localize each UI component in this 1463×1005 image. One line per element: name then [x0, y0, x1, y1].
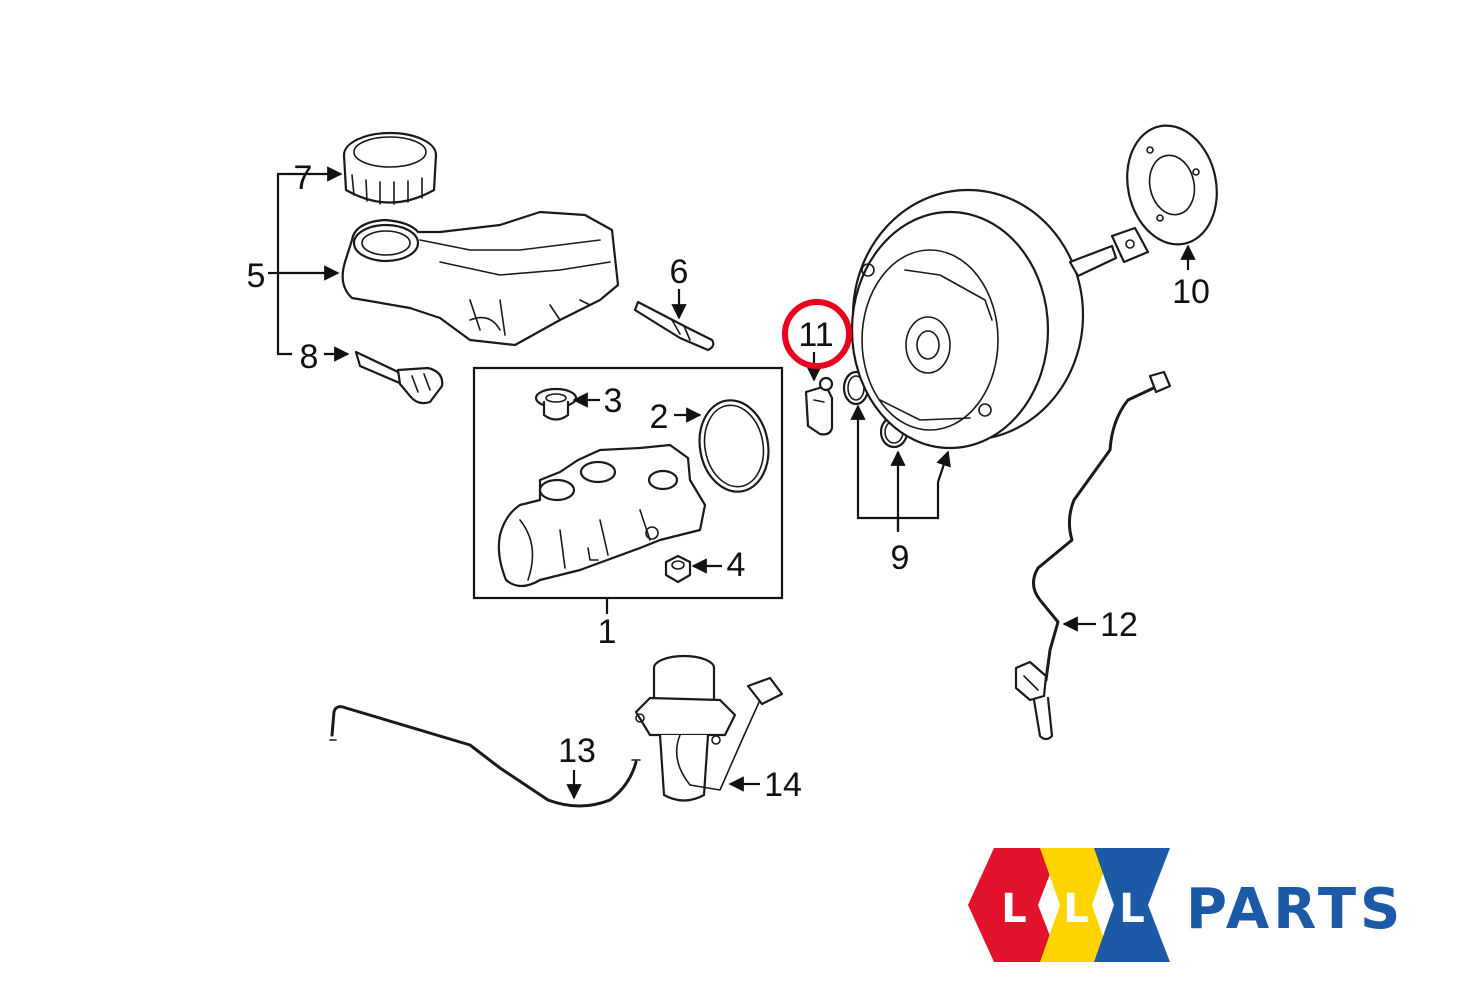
- lll-parts-logo: L L L PARTS: [968, 848, 1404, 962]
- part-nut: [664, 554, 692, 584]
- part-pin: [633, 300, 715, 352]
- part-brake-booster: [850, 188, 1150, 450]
- callout-5: 5: [247, 257, 266, 295]
- logo-letter-l-1: L: [1001, 886, 1027, 932]
- logo-red-chevron: [968, 848, 1060, 962]
- callout-13: 13: [558, 732, 596, 770]
- part-reservoir-cap: [342, 131, 438, 205]
- callout-3: 3: [604, 382, 623, 420]
- callout-12: 12: [1100, 606, 1138, 644]
- highlight-ring-callout-11: [782, 299, 852, 369]
- part-grommet: [534, 387, 578, 421]
- part-vacuum-pump: [634, 654, 784, 802]
- callout-10: 10: [1172, 273, 1210, 311]
- callout-2: 2: [650, 398, 669, 436]
- callout-1: 1: [598, 613, 617, 651]
- part-vacuum-hose: [329, 705, 641, 808]
- callout-9: 9: [891, 539, 910, 577]
- callout-8: 8: [300, 338, 319, 376]
- callout-14: 14: [764, 766, 802, 804]
- master-cylinder-group-box: [472, 366, 784, 600]
- logo-letter-l-3: L: [1119, 886, 1145, 932]
- callout-4: 4: [727, 546, 746, 584]
- callout-labels: 7 5 8 6 3 2 4 1 11 9 10 12 13 14: [247, 159, 1210, 804]
- part-o-ring: [698, 399, 770, 493]
- logo-blue-chevron: [1094, 848, 1170, 962]
- callout-6: 6: [670, 253, 689, 291]
- logo-letter-l-2: L: [1063, 886, 1089, 932]
- logo-word-parts: PARTS: [1186, 877, 1404, 942]
- callout-7: 7: [294, 159, 313, 197]
- part-gasket-plate: [1126, 124, 1218, 246]
- leader-lines: [268, 166, 1196, 800]
- part-level-sensor: [354, 350, 444, 405]
- logo-yellow-chevron: [1040, 848, 1112, 962]
- part-vacuum-sensor: [1014, 370, 1172, 741]
- part-fluid-reservoir: [341, 210, 620, 347]
- part-master-cylinder: [497, 443, 707, 588]
- part-check-valve: [804, 376, 834, 436]
- callout-11: 11: [798, 316, 833, 354]
